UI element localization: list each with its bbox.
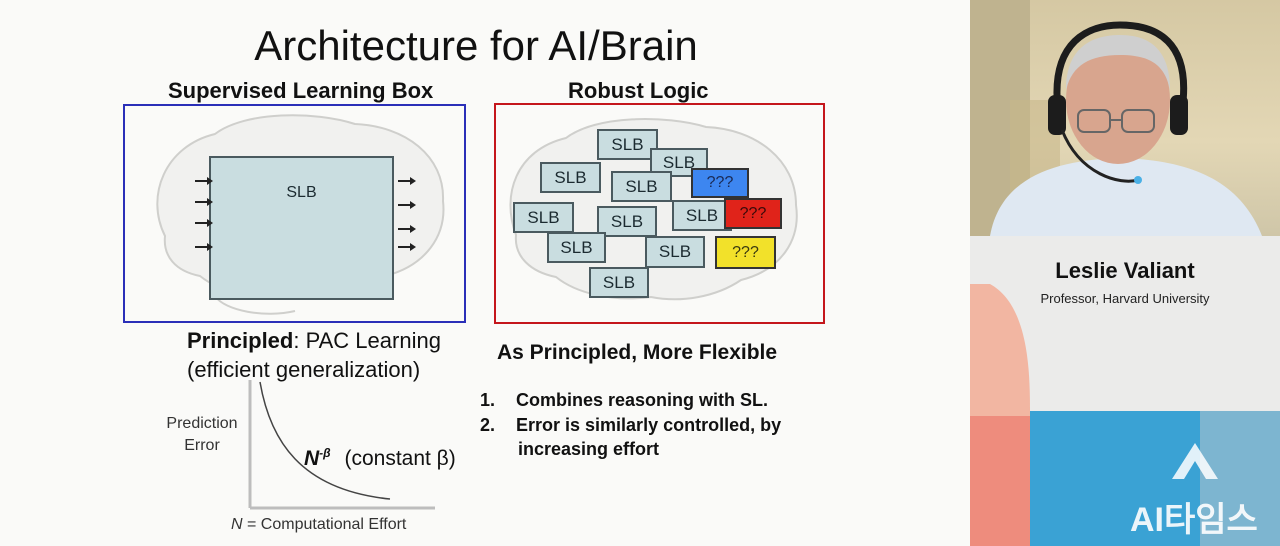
slb-block: SLB xyxy=(597,206,657,237)
input-arrow-icon xyxy=(195,177,213,185)
slb-block: SLB xyxy=(547,232,606,263)
left-heading: Supervised Learning Box xyxy=(168,78,434,103)
watermark-text: AI타임스 xyxy=(1130,501,1258,539)
right-heading: Robust Logic xyxy=(568,78,709,103)
speaker-affiliation: Professor, Harvard University xyxy=(1040,291,1210,306)
supervised-learning-box: SLB xyxy=(123,104,466,323)
list-text-continuation: increasing effort xyxy=(518,439,660,459)
slb-block: SLB xyxy=(589,267,649,298)
curve-label: N-β (constant β) xyxy=(304,446,456,471)
plot-ylabel-line1: Prediction xyxy=(166,415,238,432)
list-text: Error is similarly controlled, by xyxy=(516,415,782,435)
plot-ylabel-line2: Error xyxy=(184,437,220,454)
speaker-panel: Leslie Valiant Professor, Harvard Univer… xyxy=(970,0,1280,546)
unknown-block-blue: ??? xyxy=(691,168,749,198)
robust-logic-box: SLB SLB SLB SLB ??? SLB SLB SLB ??? SLB … xyxy=(494,103,825,324)
principled-sub: (efficient generalization) xyxy=(187,357,421,382)
curve-label-base: N xyxy=(304,447,320,470)
aitimes-logo-icon xyxy=(1172,443,1218,479)
slb-block: SLB xyxy=(611,171,672,202)
curve-label-note: (constant β) xyxy=(344,447,456,470)
decorative-shapes xyxy=(970,284,1280,546)
speaker-silhouette-icon xyxy=(990,21,1262,236)
output-arrow-icon xyxy=(398,243,416,251)
slb-block: SLB xyxy=(645,236,705,268)
flexible-heading: As Principled, More Flexible xyxy=(497,341,778,364)
unknown-block-red: ??? xyxy=(724,198,782,229)
plot-xlabel: N = Computational Effort xyxy=(231,516,406,534)
speaker-name: Leslie Valiant xyxy=(1055,258,1195,283)
list-item: 2. Error is similarly controlled, by xyxy=(480,415,781,436)
slide-title: Architecture for AI/Brain xyxy=(254,22,698,69)
slb-block: SLB xyxy=(540,162,601,193)
output-arrow-icon xyxy=(398,201,416,209)
principled-line: Principled: PAC Learning xyxy=(187,328,441,354)
list-number: 1. xyxy=(480,390,496,410)
plot-xlabel-var: N xyxy=(231,516,243,533)
output-arrow-icon xyxy=(398,225,416,233)
principled-rest: : PAC Learning xyxy=(293,328,441,353)
name-card: Leslie Valiant Professor, Harvard Univer… xyxy=(970,236,1280,546)
output-arrow-icon xyxy=(398,177,416,185)
speaker-video xyxy=(970,0,1280,236)
list-number: 2. xyxy=(480,415,496,435)
input-arrow-icon xyxy=(195,219,213,227)
input-arrow-icon xyxy=(195,243,213,251)
slide: Architecture for AI/Brain Supervised Lea… xyxy=(123,22,825,534)
curve-label-exp: -β xyxy=(319,446,331,460)
list-text: Combines reasoning with SL. xyxy=(516,390,769,410)
slb-block: SLB xyxy=(597,129,658,160)
plot-xlabel-rest: = Computational Effort xyxy=(242,516,407,533)
input-arrow-icon xyxy=(195,198,213,206)
list-item: 1. Combines reasoning with SL. xyxy=(480,390,768,411)
slb-large-block: SLB xyxy=(209,156,394,300)
slb-block: SLB xyxy=(513,202,574,233)
unknown-block-yellow: ??? xyxy=(715,236,776,269)
error-curve-plot xyxy=(248,380,435,510)
principled-bold: Principled xyxy=(187,328,294,353)
slb-block: SLB xyxy=(672,200,732,231)
